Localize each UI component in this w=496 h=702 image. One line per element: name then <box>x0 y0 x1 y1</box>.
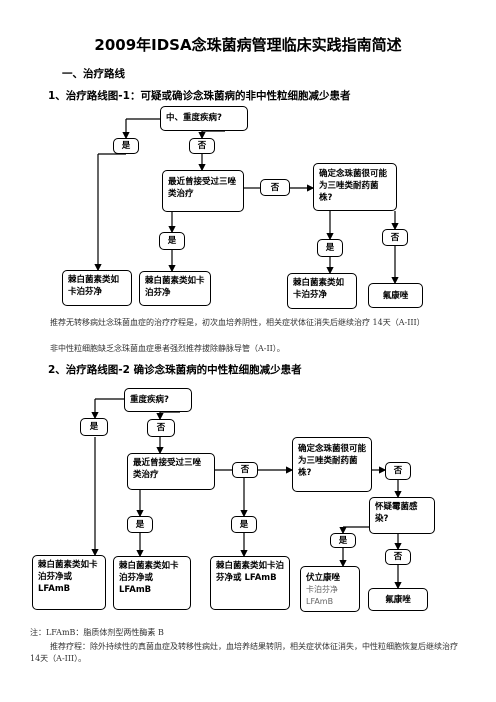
flow2-outcome-fluconazole: 氟康唑 <box>368 588 428 611</box>
flow2-yes-label-3: 是 <box>231 516 257 533</box>
caspofungin-label: 卡泊芬净 <box>306 585 338 594</box>
flow2-outcome-voriconazole: 伏立康唑 卡泊芬净 LFAmB <box>300 566 360 612</box>
flow1-no-label-3: 否 <box>382 229 408 246</box>
note-catheter-removal: 非中性粒细胞缺乏念珠菌血症患者强烈推荐拔除静脉导管（A-II）。 <box>50 344 285 353</box>
note-recommended-duration: 推荐疗程：除外持续性的真菌血症及转移性病灶，血培养结果转阴，相关症状体征消失，中… <box>30 642 458 663</box>
flow2-outcome-echinocandin-3: 棘白菌素类如卡泊芬净或 LFAmB <box>210 556 290 610</box>
lfamb-label: LFAmB <box>306 597 334 606</box>
flow1-outcome-fluconazole: 氟康唑 <box>368 283 423 308</box>
flow1-yes-label-2: 是 <box>159 232 185 250</box>
flow2-severe-question: 重度疾病? <box>124 388 192 412</box>
flow2-no-label-3: 否 <box>385 462 411 480</box>
page-title: 2009年IDSA念珠菌病管理临床实践指南简述 <box>94 36 402 54</box>
flow2-mold-question: 怀疑霉菌感染? <box>369 497 435 534</box>
flow2-no-label: 否 <box>147 419 175 437</box>
flow2-no-label-4: 否 <box>385 549 411 565</box>
flow2-azole-question: 最近曾接受过三唑类治疗 <box>127 453 215 490</box>
flow1-no-label: 否 <box>189 138 215 154</box>
flow1-azole-question: 最近曾接受过三唑类治疗 <box>162 170 244 212</box>
flow1-outcome-echinocandin-3: 棘白菌素类如卡泊芬净 <box>287 273 357 309</box>
flow1-severe-question: 中、重度疾病? <box>160 106 248 131</box>
flow2-outcome-echinocandin-2: 棘白菌素类如卡泊芬净或 LFAmB <box>113 556 191 610</box>
flow1-outcome-echinocandin-2: 棘白菌素类如卡泊芬净 <box>139 271 211 306</box>
flow2-yes-label: 是 <box>80 418 108 436</box>
flow1-heading: 1、治疗路线图-1：可疑或确诊念珠菌病的非中性粒细胞减少患者 <box>48 90 351 102</box>
flow2-resistant-question: 确定念珠菌很可能为三唑类耐药菌株? <box>292 437 372 492</box>
section-heading: 一、治疗路线 <box>62 68 125 80</box>
note-lfamb-definition: 注：LFAmB：脂质体剂型两性酶素 B <box>30 628 164 637</box>
flow2-outcome-echinocandin-1: 棘白菌素类如卡泊芬净或 LFAmB <box>32 555 106 610</box>
flow1-resistant-question: 确定念珠菌很可能为三唑类耐药菌株? <box>313 163 397 211</box>
flow2-yes-label-2: 是 <box>127 516 153 533</box>
flow2-yes-label-4: 是 <box>330 533 356 548</box>
flow2-no-label-2: 否 <box>232 462 258 478</box>
note-treatment-duration: 推荐无转移病灶念珠菌血症的治疗疗程是，初次血培养阴性，相关症状体征消失后继续治疗… <box>50 318 425 327</box>
flow2-heading: 2、治疗路线图-2 确诊念珠菌病的中性粒细胞减少患者 <box>48 364 302 376</box>
voriconazole-label: 伏立康唑 <box>306 573 341 583</box>
flow1-yes-label-3: 是 <box>317 239 343 257</box>
flow1-outcome-echinocandin-1: 棘白菌素类如卡泊芬净 <box>62 270 132 306</box>
flow1-no-label-2: 否 <box>260 179 290 196</box>
flow1-yes-label: 是 <box>113 138 139 154</box>
